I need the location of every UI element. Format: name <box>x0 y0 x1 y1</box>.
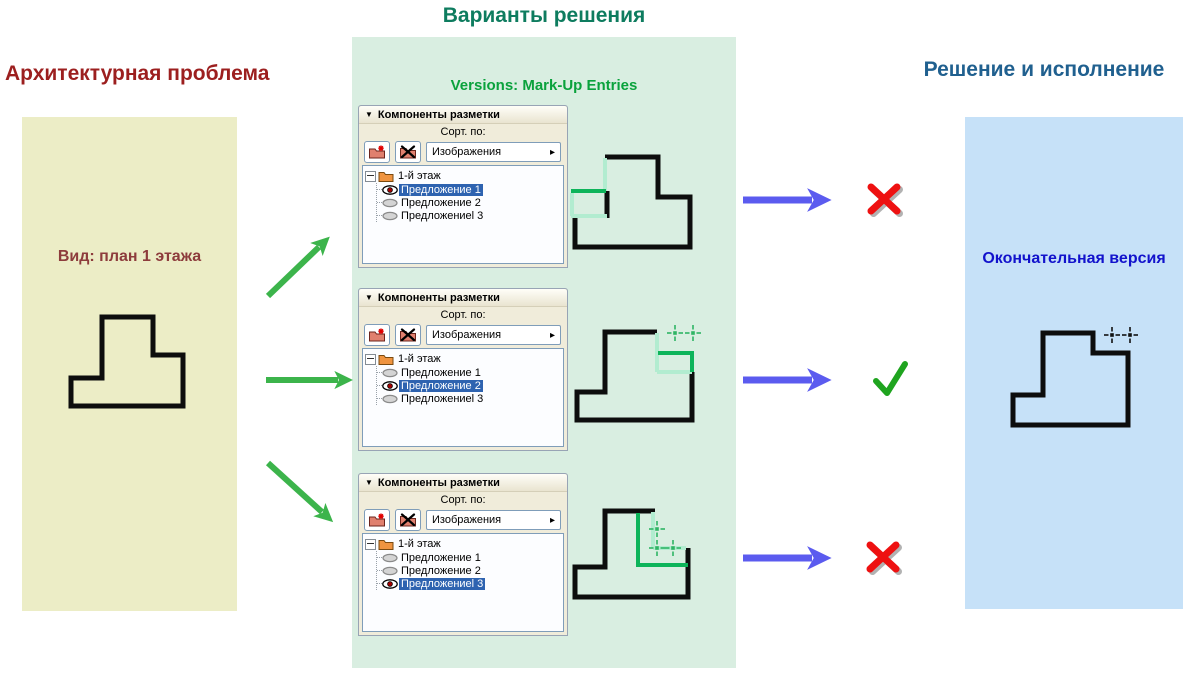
tree-item-label: Предложение 2 <box>401 564 481 577</box>
markup-panel-1: ▼ Компоненты разметки Сорт. по: <box>358 105 568 268</box>
tree-item[interactable]: Предложение 2 <box>377 379 561 392</box>
markup-panel-title: Компоненты разметки <box>377 108 500 121</box>
eye-closed-icon[interactable] <box>382 198 399 208</box>
delete-markup-entry-button[interactable] <box>395 509 421 531</box>
markup-panel-header[interactable]: ▼ Компоненты разметки <box>359 106 567 124</box>
tree-root-row[interactable]: 1-й этаж <box>365 169 561 183</box>
markup-toolbar: Изображения ▸ <box>359 507 567 532</box>
folder-icon <box>378 172 394 182</box>
versions-subtitle: Versions: Mark-Up Entries <box>450 77 638 94</box>
collapse-triangle-icon: ▼ <box>365 109 373 119</box>
new-markup-entry-button[interactable] <box>364 509 390 531</box>
tree-item[interactable]: Предложениеl 3 <box>377 577 561 590</box>
tree-item[interactable]: Предложение 1 <box>377 366 561 379</box>
original-floor-plan <box>68 314 186 409</box>
sort-by-dropdown[interactable]: Изображения ▸ <box>426 510 561 530</box>
collapse-box-icon[interactable] <box>365 538 376 550</box>
tree-root-label: 1-й этаж <box>398 170 441 182</box>
delete-folder-icon <box>400 145 416 159</box>
eye-closed-icon[interactable] <box>382 566 399 576</box>
sort-by-label: Сорт. по: <box>440 126 486 138</box>
tree-root-row[interactable]: 1-й этаж <box>365 352 561 366</box>
sort-by-label: Сорт. по: <box>440 494 486 506</box>
markup-panel-header[interactable]: ▼ Компоненты разметки <box>359 289 567 307</box>
dropdown-arrow-icon: ▸ <box>549 146 555 158</box>
eye-open-icon[interactable] <box>382 184 399 195</box>
eye-closed-icon[interactable] <box>382 211 399 221</box>
eye-closed-icon[interactable] <box>382 368 399 378</box>
eye-closed-icon[interactable] <box>382 553 399 563</box>
new-folder-icon <box>369 328 385 342</box>
option-arrow-3 <box>265 460 334 523</box>
problem-title: Архитектурная проблема <box>5 62 270 85</box>
new-folder-icon <box>369 513 385 527</box>
sort-by-label: Сорт. по: <box>440 309 486 321</box>
tree-item[interactable]: Предложение 2 <box>377 196 561 209</box>
delete-folder-icon <box>400 513 416 527</box>
eye-open-icon[interactable] <box>382 578 399 589</box>
markup-tree: 1-й этаж Предложение 1 Предложение 2 <box>362 165 564 264</box>
accept-mark <box>873 361 908 396</box>
tree-root-label: 1-й этаж <box>398 538 441 550</box>
folder-icon <box>378 540 394 550</box>
tree-item[interactable]: Предложение 2 <box>377 564 561 577</box>
markup-panel-2: ▼ Компоненты разметки Сорт. по: <box>358 288 568 451</box>
sort-by-dropdown-value: Изображения <box>432 514 502 526</box>
eye-open-icon[interactable] <box>382 380 399 391</box>
new-markup-entry-button[interactable] <box>364 141 390 163</box>
markup-panel-3: ▼ Компоненты разметки Сорт. по: <box>358 473 568 636</box>
sort-by-dropdown-value: Изображения <box>432 146 502 158</box>
delete-markup-entry-button[interactable] <box>395 141 421 163</box>
reject-mark-1 <box>867 183 903 217</box>
markup-panel-title: Компоненты разметки <box>377 476 500 489</box>
final-floor-plan <box>1010 326 1139 428</box>
problem-panel: Вид: план 1 этажа <box>22 117 237 611</box>
tree-item-label: Предложениеl 3 <box>401 209 484 222</box>
tree-root-row[interactable]: 1-й этаж <box>365 537 561 551</box>
variant-plan-2 <box>574 324 702 423</box>
eye-closed-icon[interactable] <box>382 394 399 404</box>
tree-item-label: Предложение 1 <box>401 551 481 564</box>
tree-root-label: 1-й этаж <box>398 353 441 365</box>
problem-caption: Вид: план 1 этажа <box>57 248 202 265</box>
tree-item[interactable]: Предложениеl 3 <box>377 209 561 222</box>
tree-item[interactable]: Предложениеl 3 <box>377 392 561 405</box>
tree-item-label: Предложениеl 3 <box>401 392 484 405</box>
sort-by-dropdown-value: Изображения <box>432 329 502 341</box>
tree-item-label: Предложение 1 <box>399 183 483 196</box>
folder-icon <box>378 355 394 365</box>
tree-item-label: Предложениеl 3 <box>399 577 486 590</box>
new-markup-entry-button[interactable] <box>364 324 390 346</box>
solutions-title: Варианты решения <box>442 4 646 27</box>
markup-toolbar: Изображения ▸ <box>359 322 567 347</box>
markup-panel-title: Компоненты разметки <box>377 291 500 304</box>
decision-caption: Окончательная версия <box>982 250 1166 267</box>
tree-item-label: Предложение 1 <box>401 366 481 379</box>
new-folder-icon <box>369 145 385 159</box>
markup-tree: 1-й этаж Предложение 1 Предложение 2 <box>362 533 564 632</box>
markup-tree: 1-й этаж Предложение 1 Предложение 2 <box>362 348 564 447</box>
markup-toolbar: Изображения ▸ <box>359 139 567 164</box>
option-arrow-1 <box>265 236 330 299</box>
delete-folder-icon <box>400 328 416 342</box>
decision-title: Решение и исполнение <box>923 58 1165 81</box>
collapse-box-icon[interactable] <box>365 170 376 182</box>
dropdown-arrow-icon: ▸ <box>549 329 555 341</box>
variant-plan-1 <box>570 154 693 250</box>
tree-item-label: Предложение 2 <box>401 196 481 209</box>
tree-item[interactable]: Предложение 1 <box>377 183 561 196</box>
collapse-triangle-icon: ▼ <box>365 477 373 487</box>
collapse-box-icon[interactable] <box>365 353 376 365</box>
decision-panel: Окончательная версия <box>965 117 1183 609</box>
tree-item[interactable]: Предложение 1 <box>377 551 561 564</box>
variant-plan-3 <box>572 508 691 600</box>
reject-mark-2 <box>866 541 902 575</box>
dropdown-arrow-icon: ▸ <box>549 514 555 526</box>
delete-markup-entry-button[interactable] <box>395 324 421 346</box>
sort-by-dropdown[interactable]: Изображения ▸ <box>426 142 561 162</box>
collapse-triangle-icon: ▼ <box>365 292 373 302</box>
sort-by-dropdown[interactable]: Изображения ▸ <box>426 325 561 345</box>
tree-item-label: Предложение 2 <box>399 379 483 392</box>
markup-panel-header[interactable]: ▼ Компоненты разметки <box>359 474 567 492</box>
